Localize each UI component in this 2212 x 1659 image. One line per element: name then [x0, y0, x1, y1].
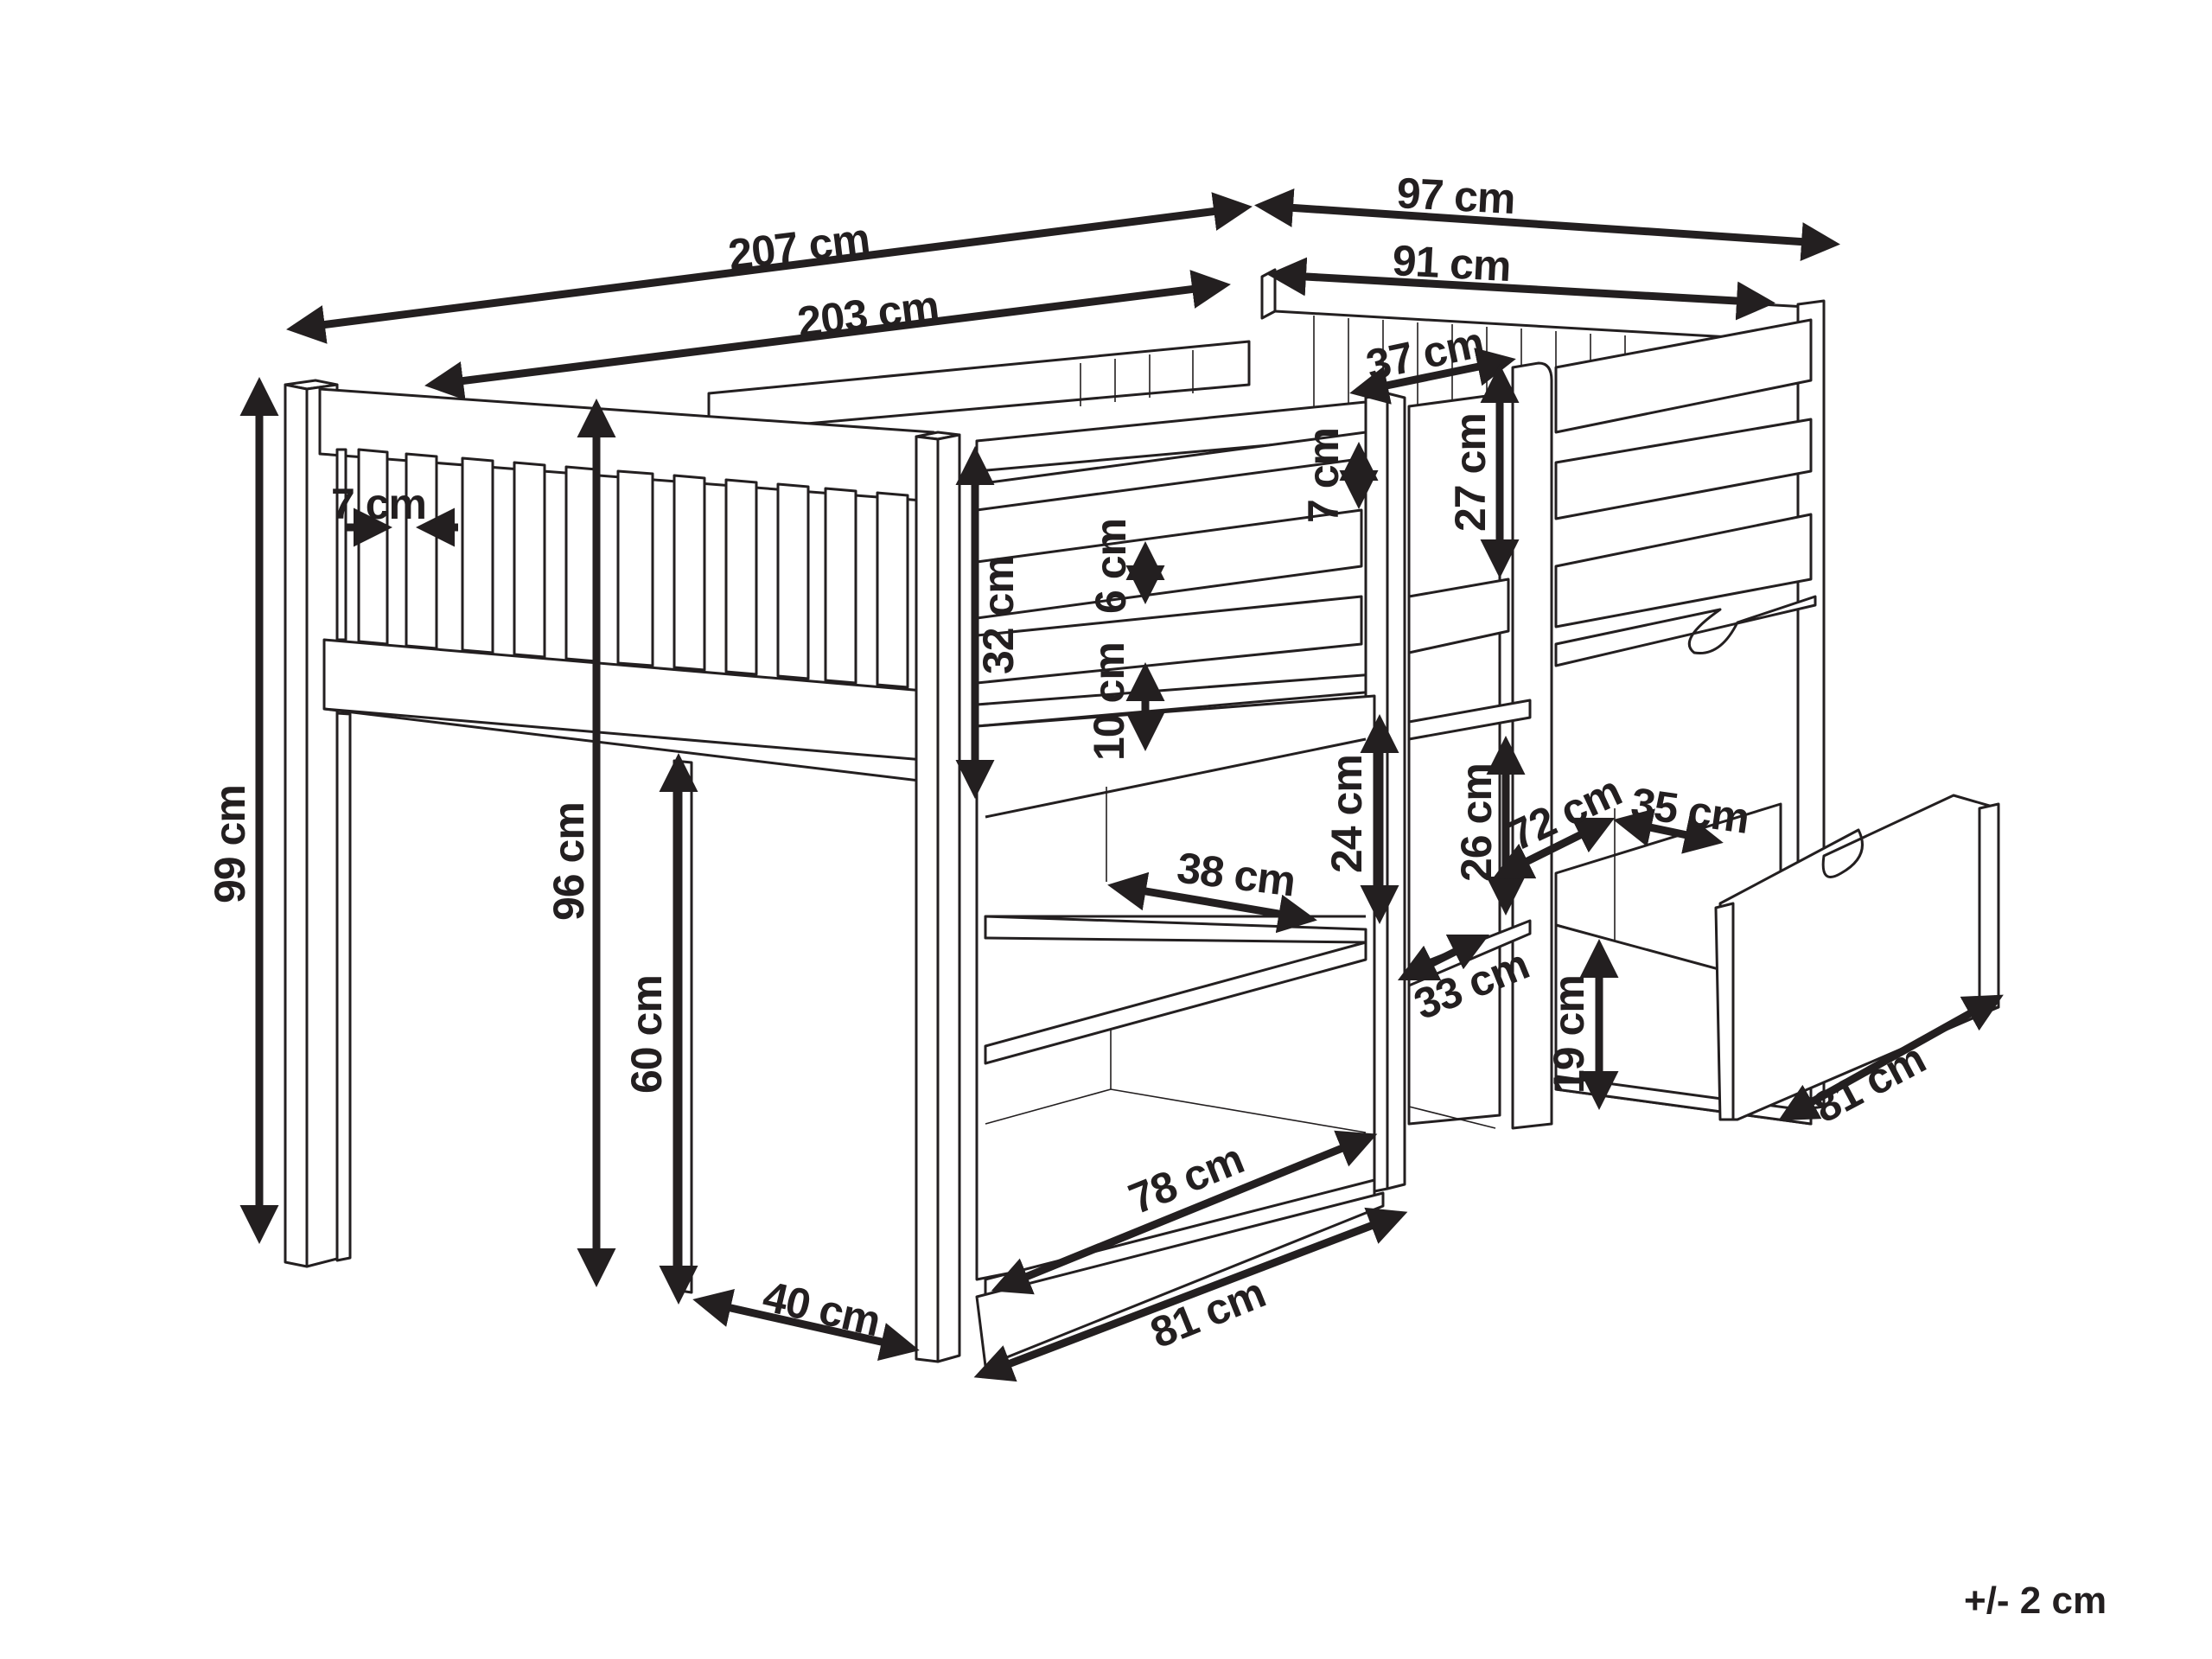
label-guard-height: 32 cm [974, 556, 1023, 674]
label-overall-width: 97 cm [1395, 169, 1516, 223]
label-inner-width: 91 cm [1391, 236, 1512, 290]
label-drawer-depth: 35 cm [1628, 778, 1751, 842]
label-underbed-clearance: 60 cm [622, 975, 671, 1094]
label-inner-length: 203 cm [795, 281, 941, 347]
tolerance-note: +/- 2 cm [1964, 1579, 2107, 1622]
label-underbed-depth: 40 cm [759, 1272, 885, 1345]
dimension-lines [239, 188, 2004, 1382]
label-rail-gap-low: 10 cm [1085, 642, 1133, 761]
pull-out-drawer [1554, 794, 2000, 1126]
label-step-height-upper: 27 cm [1446, 413, 1495, 532]
label-rail-height: 96 cm [545, 802, 593, 921]
label-overall-height: 99 cm [206, 785, 254, 903]
label-rail-gap-top: 7 cm [1299, 428, 1348, 523]
label-shelf-height: 24 cm [1323, 755, 1371, 873]
label-slat-gap: 7 cm [331, 480, 426, 528]
label-step-height-lower: 26 cm [1452, 763, 1501, 882]
label-overall-length: 207 cm [726, 214, 872, 279]
label-rail-gap-mid: 6 cm [1087, 519, 1135, 614]
label-drawer-height: 19 cm [1545, 975, 1593, 1094]
